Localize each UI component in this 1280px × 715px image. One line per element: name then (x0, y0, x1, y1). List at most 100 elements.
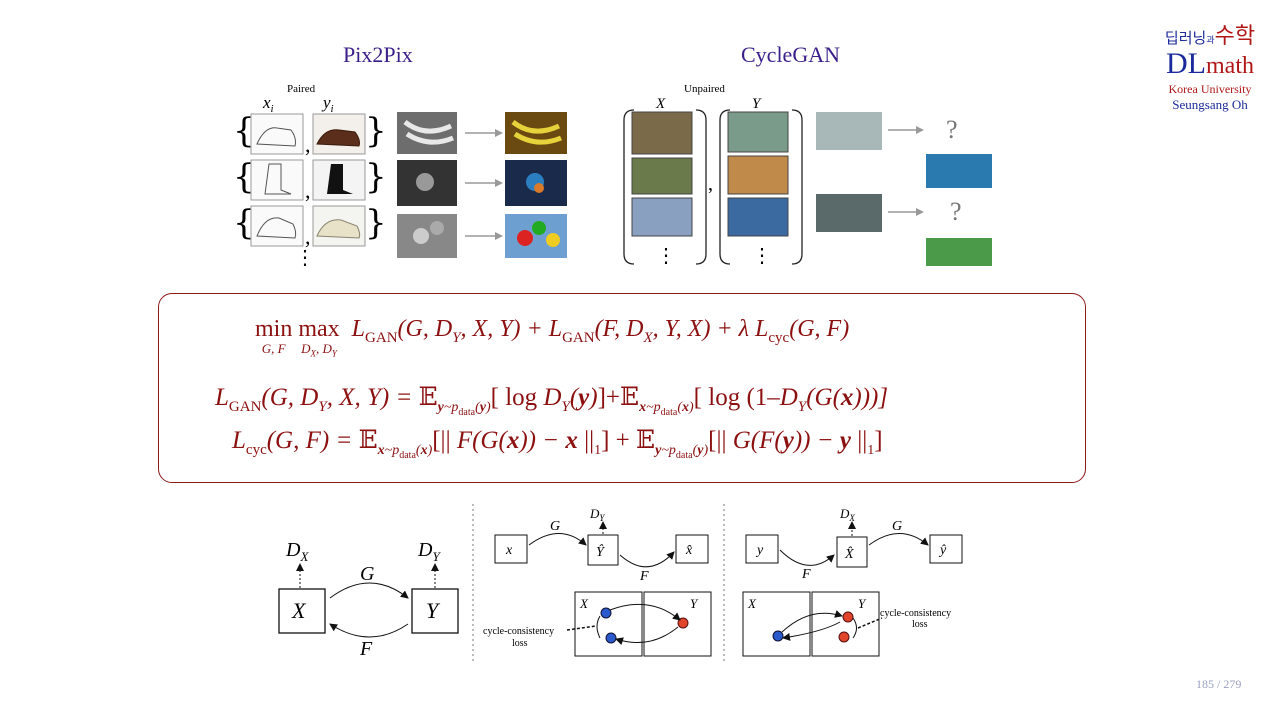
cycle-loss-line: Lcyc(G, F) = 𝔼x~pdata(x)[|| F(G(x)) − x … (232, 427, 883, 461)
river-photo (631, 197, 693, 237)
logo-ko-a: 딥러닝 (1164, 29, 1207, 47)
mid-panel-x-label: X (579, 596, 589, 611)
logo-university: Korea University (1168, 82, 1252, 96)
right-panel-y-label: Y (858, 596, 867, 611)
svg-text:,: , (305, 132, 311, 157)
hills-photo (926, 238, 992, 266)
logo-dlmath: DLmath (1150, 47, 1270, 80)
right-g-label: G (892, 519, 902, 534)
mid-x-label: x (505, 543, 513, 558)
right-diagram: y X̂ ŷ F G DX X Y cycle-consistency loss (742, 506, 963, 657)
min-sub: G, F (261, 341, 286, 356)
right-xhat-box (836, 536, 868, 568)
right-xhat-label: X̂ (844, 546, 854, 562)
logo-math: math (1206, 53, 1254, 79)
painting-3 (727, 197, 789, 237)
objective-expression: LGAN(G, DY, X, Y) + LGAN(F, DX, Y, X) + … (345, 316, 850, 346)
logo-dl: DL (1166, 47, 1206, 80)
right-panel-x-label: X (747, 596, 757, 611)
painting-1 (727, 111, 789, 153)
landscape-photo (631, 157, 693, 195)
pair-row-2: { , } (233, 157, 387, 203)
box-y (411, 588, 459, 634)
min-op: min (255, 316, 293, 342)
right-f-label: F (801, 567, 811, 582)
box-x-label: X (291, 598, 307, 623)
svg-text:⋮: ⋮ (752, 245, 772, 267)
painting-2 (727, 155, 789, 195)
page-number: 185 / 279 (1196, 677, 1241, 692)
g-label: G (360, 563, 375, 585)
xi-label: xi (262, 93, 274, 115)
bridge-painting (816, 194, 882, 232)
castle-photo (631, 111, 693, 155)
pair-row-3: { , } (233, 203, 387, 249)
objective-line: min G, F max DX, DY LGAN(G, DY, X, Y) + … (255, 316, 850, 359)
mid-cycle-label-2: loss (512, 638, 528, 649)
g-arrow (329, 582, 409, 599)
mid-xhat-box (675, 534, 709, 564)
pix2pix-heading: Pix2Pix (343, 42, 413, 67)
monet-painting (816, 112, 882, 150)
svg-text:⋮: ⋮ (656, 245, 676, 267)
cyclegan-heading: CycleGAN (741, 42, 840, 67)
logo-korean: 딥러닝과수학 (1150, 18, 1270, 50)
right-cycle-label-1: cycle-consistency (880, 608, 951, 619)
gan-loss-line: LGAN(G, DY, X, Y) = 𝔼y~pdata(y)[ log DY(… (215, 384, 889, 418)
right-dx-label: DX (839, 506, 855, 523)
f-arrow (329, 623, 409, 638)
pairs-ellipsis: ⋮ (295, 247, 315, 268)
f-label: F (359, 638, 373, 660)
page-current: 185 (1196, 677, 1214, 691)
dy-label: DY (417, 539, 441, 564)
set-x-label: X (655, 96, 666, 112)
right-panel-y (811, 591, 880, 657)
mid-x-box (494, 534, 528, 564)
pix2pix-figure: Paired xi yi { , } { , } { , } ⋮ (233, 83, 567, 268)
dx-label: DX (285, 539, 309, 564)
mid-g-label: G (550, 519, 560, 534)
lighthouse-photo (926, 154, 992, 188)
logo: 딥러닝과수학 DLmath Korea University Seungsang… (1150, 18, 1270, 113)
svg-text:{: { (233, 203, 255, 243)
paired-label: Paired (287, 83, 316, 95)
middle-diagram: x Ŷ x̂ G F DY X Y cycle-consistency loss (483, 506, 712, 657)
mid-f-label: F (639, 569, 649, 584)
yi-label: yi (321, 93, 334, 115)
box-x (278, 588, 326, 634)
max-op: max (298, 316, 340, 342)
cyclegan-diagrams: DX DY X Y G F x Ŷ x̂ G F DY X Y (278, 504, 963, 662)
question-mark: ? (950, 197, 962, 226)
right-y-box (745, 534, 779, 564)
svg-text:,: , (305, 224, 311, 249)
set-y-label: Y (752, 96, 762, 112)
svg-text:}: } (365, 111, 387, 151)
right-panel-x (742, 591, 811, 657)
cyclegan-figure: Unpaired X Y ⋮ , ⋮ ? ? (623, 83, 992, 267)
mid-panel-y (643, 591, 712, 657)
mid-dy-label: DY (589, 506, 605, 523)
page-separator: / (1214, 677, 1224, 691)
equation-box (158, 293, 1086, 483)
svg-text:,: , (305, 178, 311, 203)
mid-panel-x (574, 591, 643, 657)
question-mark: ? (946, 115, 958, 144)
svg-text:}: } (365, 157, 387, 197)
mid-cycle-label-1: cycle-consistency (483, 626, 554, 637)
left-diagram: DX DY X Y G F (278, 539, 459, 660)
logo-author: Seungsang Oh (1172, 97, 1248, 112)
mid-yhat-box (587, 534, 619, 566)
mid-yhat-label: Ŷ (596, 543, 606, 560)
box-y-label: Y (426, 598, 441, 623)
mid-panel-y-label: Y (690, 596, 699, 611)
right-yhat-box (929, 534, 963, 564)
svg-text:{: { (233, 111, 255, 151)
logo-ko-small: 과 (1206, 36, 1215, 46)
svg-text:,: , (708, 173, 713, 195)
right-cycle-label-2: loss (912, 619, 928, 630)
page-total: 279 (1223, 677, 1242, 691)
right-y-label: y (755, 543, 764, 558)
logo-ko-b: 수학 (1214, 24, 1256, 49)
mid-xhat-label: x̂ (685, 543, 693, 558)
svg-text:{: { (233, 157, 255, 197)
